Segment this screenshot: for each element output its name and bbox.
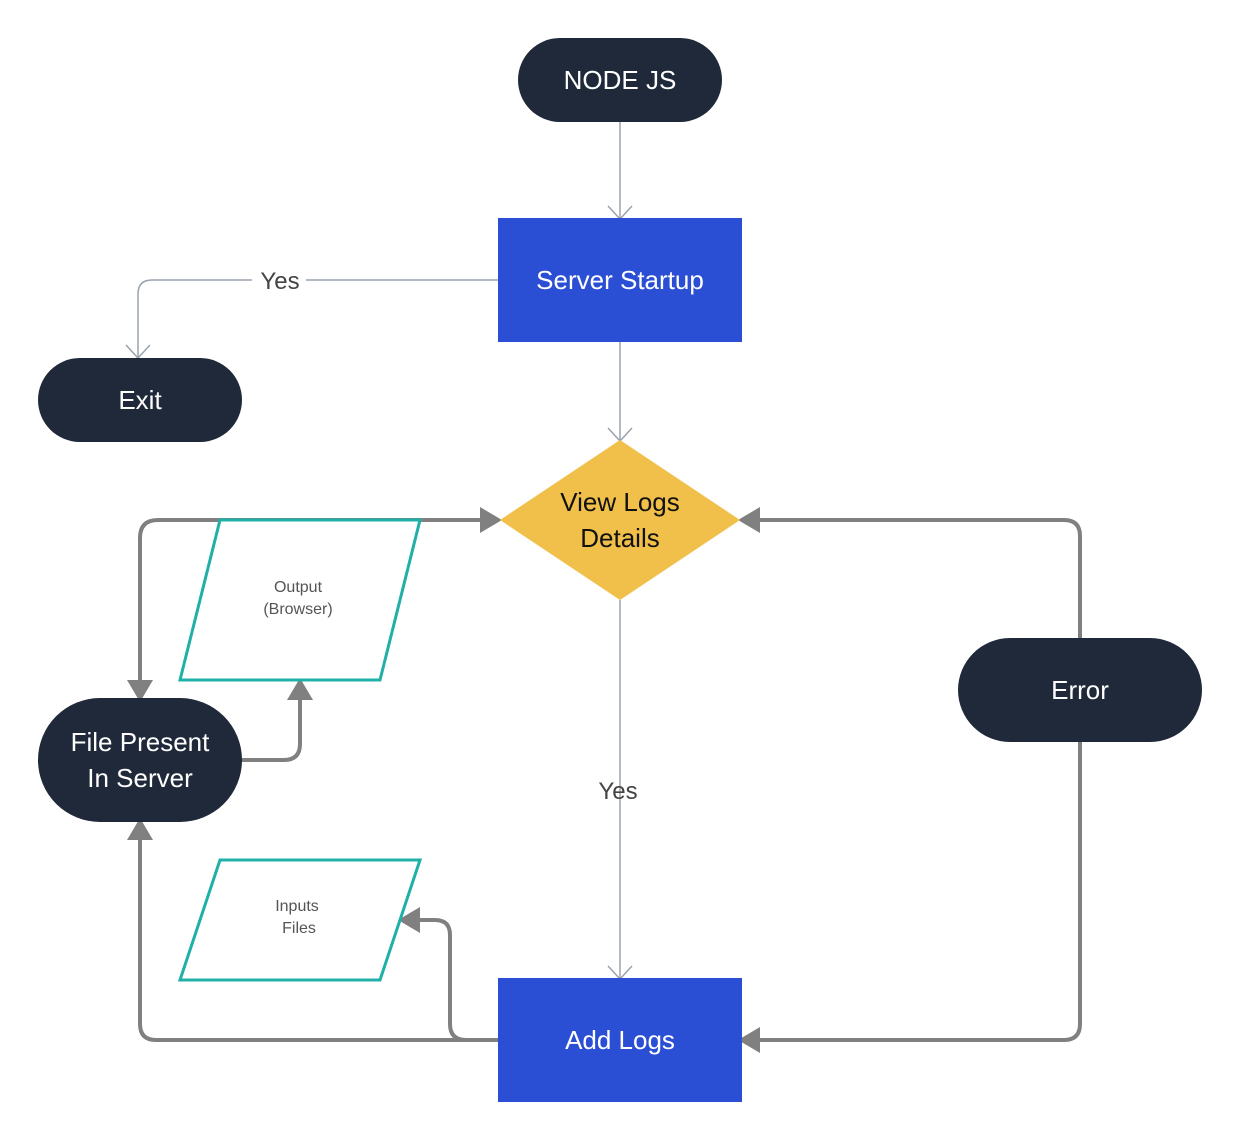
arrowhead-inputs — [398, 907, 420, 933]
node-file-present-label-line2: In Server — [87, 763, 193, 793]
node-nodejs[interactable]: NODE JS — [518, 38, 722, 122]
arrowhead-file-present-top — [127, 680, 153, 702]
node-output-label-line2: (Browser) — [263, 601, 332, 618]
node-inputs-label-line1: Inputs — [275, 898, 319, 915]
edge-file-present-to-view-logs — [138, 518, 482, 690]
node-server-startup[interactable]: Server Startup — [498, 218, 742, 342]
node-inputs-files[interactable]: Inputs Files — [177, 858, 423, 982]
node-view-logs-label-line2: Details — [580, 523, 659, 553]
arrowhead-view-logs-right — [738, 507, 760, 533]
arrowhead-file-present-bottom — [127, 818, 153, 840]
node-exit[interactable]: Exit — [38, 358, 242, 442]
edge-error-to-add-logs — [758, 740, 1082, 1042]
node-file-present-in-server[interactable]: File Present In Server — [38, 698, 242, 822]
thick-connectors — [138, 518, 1082, 1042]
arrowhead-add-logs-right — [738, 1027, 760, 1053]
edge-error-to-view-logs — [758, 518, 1082, 640]
edge-add-logs-to-inputs — [418, 918, 498, 1042]
edge-server-startup-to-exit — [137, 279, 498, 357]
yes-label-add-logs: Yes — [598, 778, 637, 805]
node-output-browser[interactable]: Output (Browser) — [178, 518, 422, 682]
node-error-label: Error — [1051, 675, 1109, 705]
node-nodejs-label: NODE JS — [564, 65, 677, 95]
arrowhead-view-logs-left — [480, 507, 502, 533]
node-error[interactable]: Error — [958, 638, 1202, 742]
node-add-logs[interactable]: Add Logs — [498, 978, 742, 1102]
arrowhead-output — [287, 678, 313, 700]
yes-label-exit: Yes — [260, 268, 299, 295]
node-view-logs-label-line1: View Logs — [560, 487, 680, 517]
edge-add-logs-to-file-present — [138, 838, 498, 1042]
node-add-logs-label: Add Logs — [565, 1025, 675, 1055]
node-file-present-label-line1: File Present — [71, 727, 210, 757]
node-exit-label: Exit — [118, 385, 162, 415]
thick-arrowheads — [127, 507, 760, 1053]
yes-label-bg — [252, 265, 306, 295]
edge-file-present-to-output — [240, 698, 302, 762]
node-view-logs-details[interactable]: View Logs Details — [500, 440, 740, 600]
node-output-label-line1: Output — [274, 579, 323, 596]
node-server-startup-label: Server Startup — [536, 265, 704, 295]
node-inputs-label-line2: Files — [282, 920, 316, 937]
